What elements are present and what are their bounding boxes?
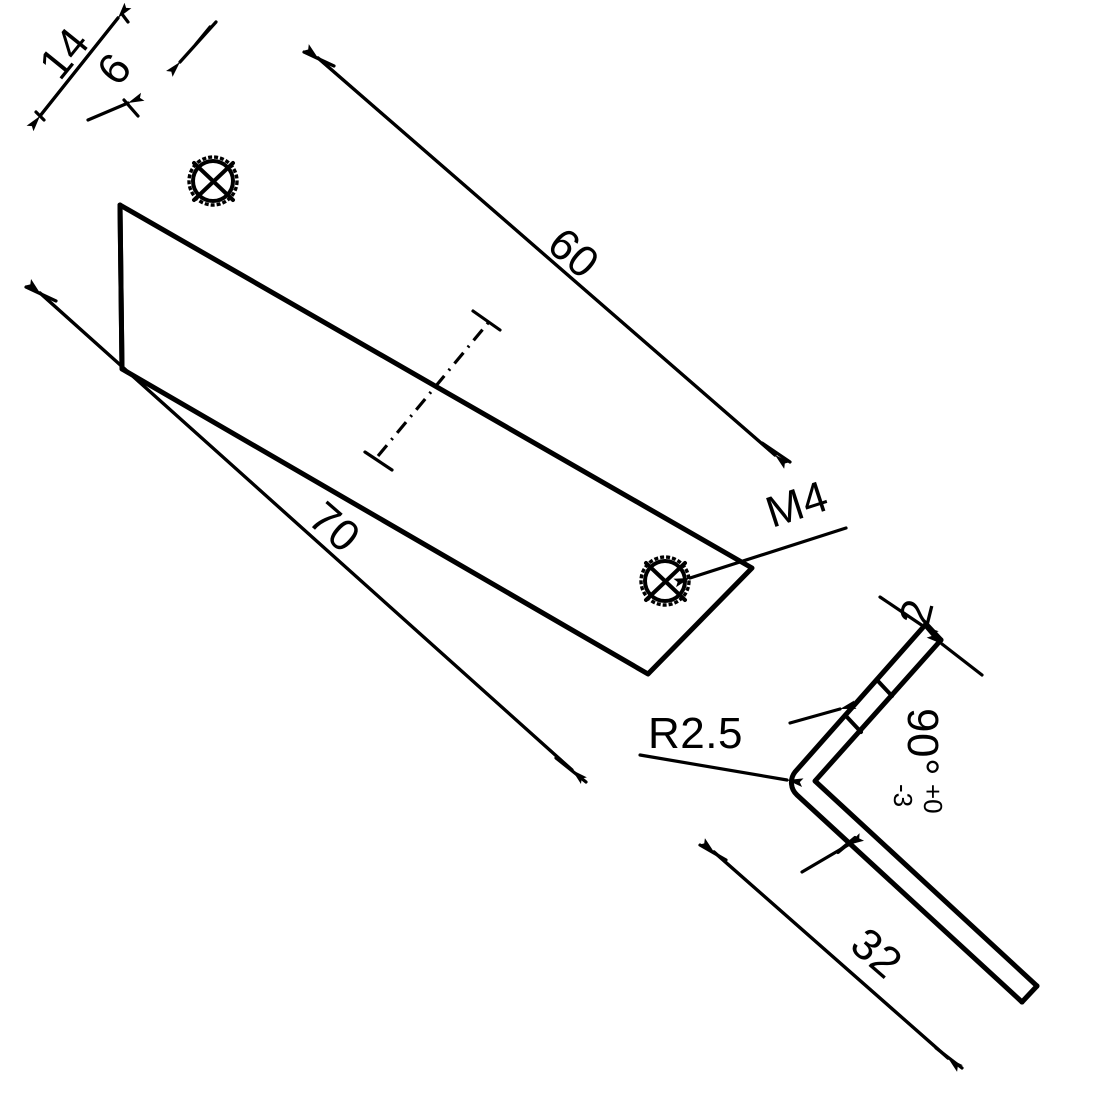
note-m4: M4 (673, 472, 848, 588)
angle-lower-tolerance: -3 (888, 784, 918, 807)
dim-32-label: 32 (841, 919, 911, 989)
angle-arrow-lower (800, 833, 865, 874)
flat-pattern-view: 14 6 60 (24, 2, 848, 784)
angle-nominal-label: 90° (898, 708, 947, 776)
bend-tick-lower (363, 450, 394, 472)
dim-60-label: 60 (538, 219, 608, 289)
profile-bottom-end-cap (1019, 983, 1040, 1005)
dim-6-ext-lower (122, 98, 140, 118)
dim-2: 2 (878, 594, 984, 677)
dim-14-label: 14 (30, 19, 100, 89)
dim-6-arrow-upper (166, 20, 218, 77)
profile-thickness-tick-mid (844, 714, 863, 734)
angle-arrow-upper (788, 700, 857, 725)
dim-14-line-b (38, 2, 132, 118)
side-profile-view: 2 R2.5 90° +0 -3 (638, 594, 1040, 1072)
thread-outer-circle (187, 155, 239, 207)
profile-thickness-tick-upper (875, 678, 894, 698)
dim-2-label: 2 (890, 594, 944, 630)
r25-label: R2.5 (648, 709, 743, 758)
profile-outer-contour (812, 637, 1040, 989)
note-r25: R2.5 (638, 709, 804, 788)
hole-upper-left[interactable] (187, 155, 239, 207)
bend-centerline (376, 321, 490, 458)
dim-60-line-b (316, 56, 790, 469)
dim-70-line-b (25, 279, 574, 772)
dim-6-arrow-lower (86, 92, 145, 122)
hole-lower-right[interactable] (639, 555, 691, 607)
dim-32-line-b (699, 838, 950, 1060)
angle-upper-tolerance: +0 (918, 784, 948, 814)
dim-angle: 90° +0 -3 (788, 700, 948, 874)
hole-centerline-b (644, 561, 687, 602)
hole-circle (191, 159, 235, 203)
dim-2-arrow-right (926, 630, 984, 677)
plate-left-edge (117, 202, 125, 372)
dim-60: 60 (302, 44, 792, 469)
dim-70: 70 (24, 279, 588, 784)
m4-label: M4 (760, 472, 834, 538)
m4-leader-line (673, 526, 848, 588)
dim-2-arrow-left (878, 595, 939, 639)
dim-6: 6 (86, 20, 218, 122)
r25-leader-line (638, 753, 804, 788)
dim-14-ext-top (120, 12, 130, 24)
dim-70-label: 70 (299, 493, 369, 563)
hole-centerline-b (192, 161, 235, 202)
bend-tick-upper (471, 309, 502, 332)
